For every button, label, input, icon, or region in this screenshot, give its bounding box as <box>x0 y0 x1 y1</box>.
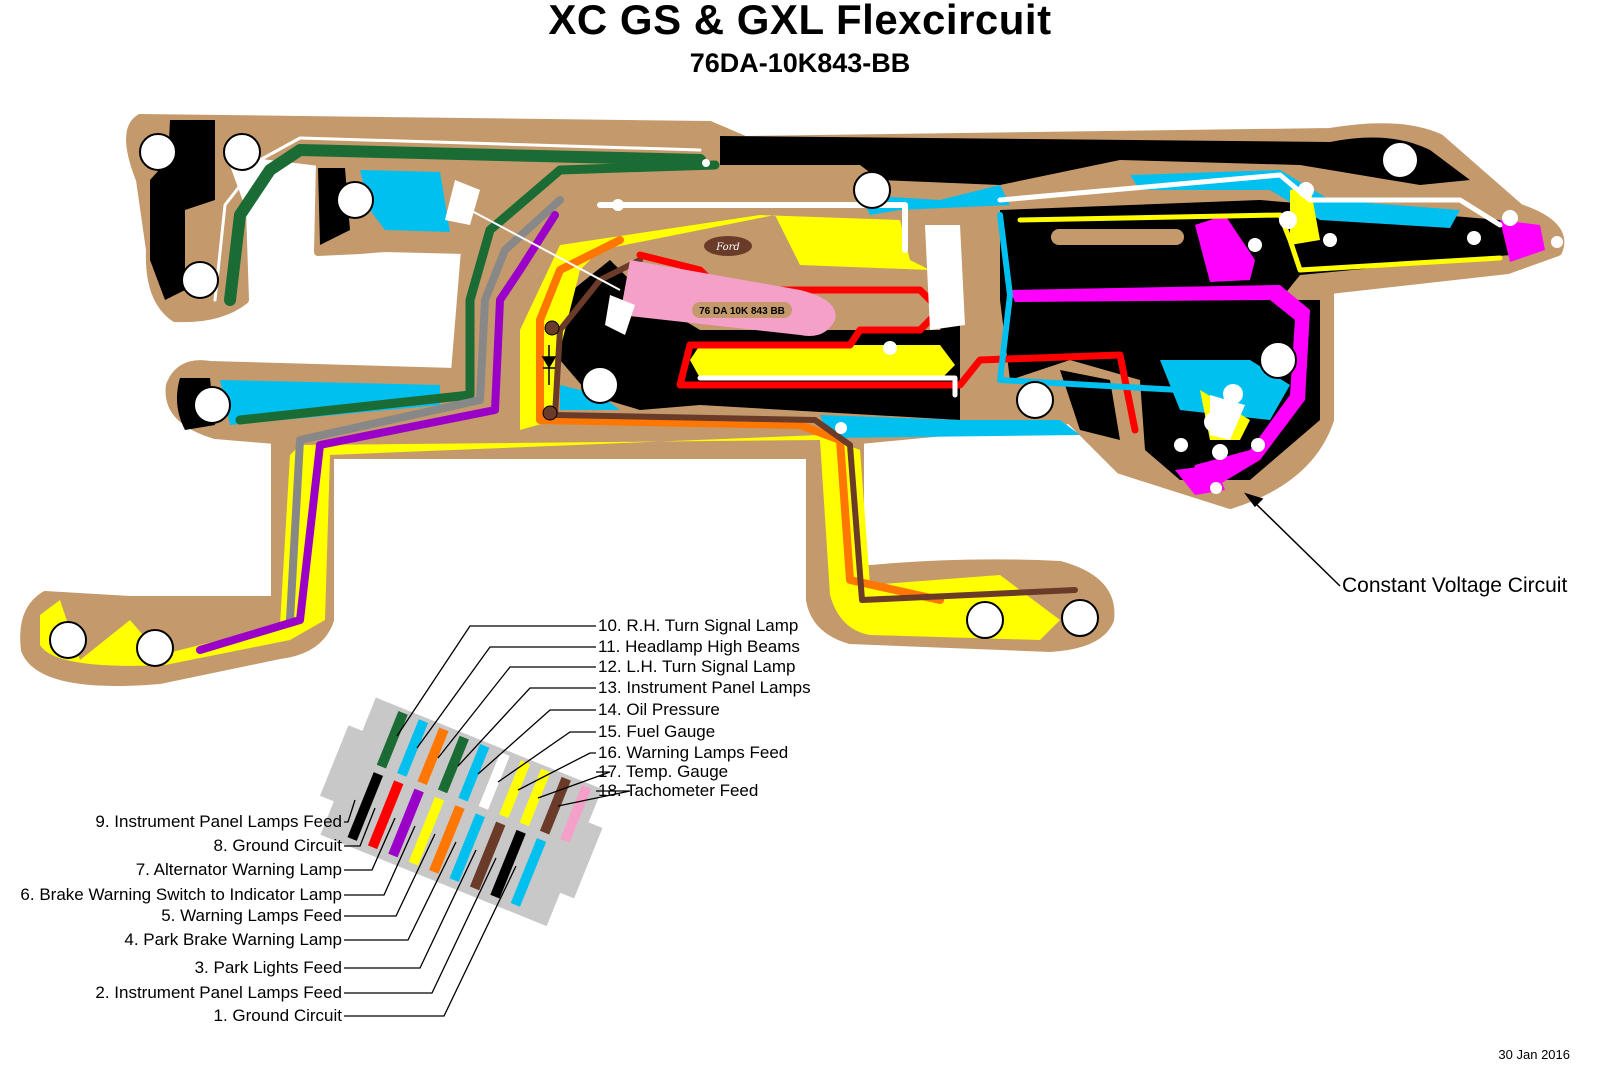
leader-line <box>437 666 596 759</box>
pin-label: 11. Headlamp High Beams <box>598 637 800 656</box>
pin-label: 13. Instrument Panel Lamps <box>598 678 811 697</box>
leader-line <box>344 849 477 969</box>
connector-stripe <box>478 752 510 810</box>
lamp-socket <box>223 133 261 171</box>
leader-line <box>557 790 631 807</box>
pin-label: 7. Alternator Warning Lamp <box>135 860 342 879</box>
leader-line <box>344 799 356 823</box>
leader-line <box>344 857 497 994</box>
connector-stripe <box>397 719 429 777</box>
connector-stripe <box>490 829 526 899</box>
lamp-socket <box>139 133 177 171</box>
leader-line <box>497 731 596 783</box>
lamp-socket <box>136 629 174 667</box>
lamp-socket <box>1061 599 1099 637</box>
diagram-title: XC GS & GXL Flexcircuit <box>548 0 1052 43</box>
mounting-hole <box>542 405 558 421</box>
connector-stripe <box>437 735 469 794</box>
board-marking: 76 DA 10K 843 BB <box>699 306 785 317</box>
date-stamp: 30 Jan 2016 <box>1498 1047 1570 1062</box>
pin-label: 3. Park Lights Feed <box>194 958 342 977</box>
leader-line <box>344 807 376 847</box>
pin-label: 14. Oil Pressure <box>598 700 720 719</box>
connector-stripe <box>376 710 408 769</box>
leader-line <box>344 825 416 896</box>
lamp-socket <box>181 261 219 299</box>
pin-label: 1. Ground Circuit <box>213 1006 343 1025</box>
lamp-socket <box>581 366 619 404</box>
leader-line <box>344 833 436 917</box>
part-number: 76DA-10K843-BB <box>689 48 911 78</box>
connector-top-row <box>376 710 592 843</box>
connector-stripe <box>519 768 551 827</box>
lamp-socket <box>1381 141 1419 179</box>
connector-stripe <box>449 813 486 883</box>
leader-line <box>517 752 596 791</box>
pin-label: 17. Temp. Gauge <box>598 762 729 781</box>
connector-stripe <box>560 785 592 843</box>
callout-arrow <box>1244 492 1341 587</box>
lamp-socket <box>336 181 374 219</box>
mounting-hole <box>544 320 560 336</box>
lamp-socket <box>49 621 87 659</box>
leader-line <box>344 817 396 871</box>
pin-label: 10. R.H. Turn Signal Lamp <box>598 616 799 635</box>
connector-stripe <box>408 796 445 866</box>
connector-stripe <box>499 760 531 818</box>
pin-label: 12. L.H. Turn Signal Lamp <box>598 657 796 676</box>
connector-bottom-row <box>347 772 547 907</box>
lamp-socket <box>1259 341 1297 379</box>
connector-stripe <box>388 788 424 858</box>
lamp-socket <box>1016 381 1054 419</box>
connector-stripe <box>539 776 571 835</box>
pin-label: 15. Fuel Gauge <box>598 722 716 741</box>
lamp-socket <box>966 601 1004 639</box>
pin-label: 9. Instrument Panel Lamps Feed <box>95 812 342 831</box>
lamp-socket <box>853 171 891 209</box>
diode-icon <box>541 345 557 385</box>
pin-label: 16. Warning Lamps Feed <box>598 743 789 762</box>
pin-label: 18. Tachometer Feed <box>598 781 759 800</box>
connector-stripe <box>347 772 384 841</box>
constant-voltage-callout: Constant Voltage Circuit <box>1342 574 1568 597</box>
leader-line <box>477 709 596 775</box>
ford-logo: Ford <box>715 242 740 253</box>
pin-label: 4. Park Brake Warning Lamp <box>124 930 342 949</box>
connector-stripe <box>469 821 506 891</box>
leader-line <box>396 625 596 737</box>
leader-line <box>416 646 596 749</box>
leader-line <box>537 771 611 799</box>
connector-stripe <box>367 780 404 850</box>
connector-stripe <box>417 727 449 785</box>
pin-label: 5. Warning Lamps Feed <box>161 906 342 925</box>
flexcircuit-board: 76 DA 10K 843 BB Ford <box>20 114 1565 686</box>
pin-leader-lines <box>344 625 631 1017</box>
leader-line <box>344 841 457 941</box>
pin-label: 2. Instrument Panel Lamps Feed <box>95 983 342 1002</box>
connector <box>319 697 603 927</box>
connector-stripe <box>510 838 547 907</box>
lamp-socket <box>193 386 231 424</box>
pin-label: 6. Brake Warning Switch to Indicator Lam… <box>20 885 342 904</box>
leader-line <box>457 687 596 767</box>
pin-label: 8. Ground Circuit <box>213 836 343 855</box>
connector-stripe <box>458 743 490 802</box>
connector-stripe <box>429 805 465 874</box>
leader-line <box>344 865 517 1017</box>
